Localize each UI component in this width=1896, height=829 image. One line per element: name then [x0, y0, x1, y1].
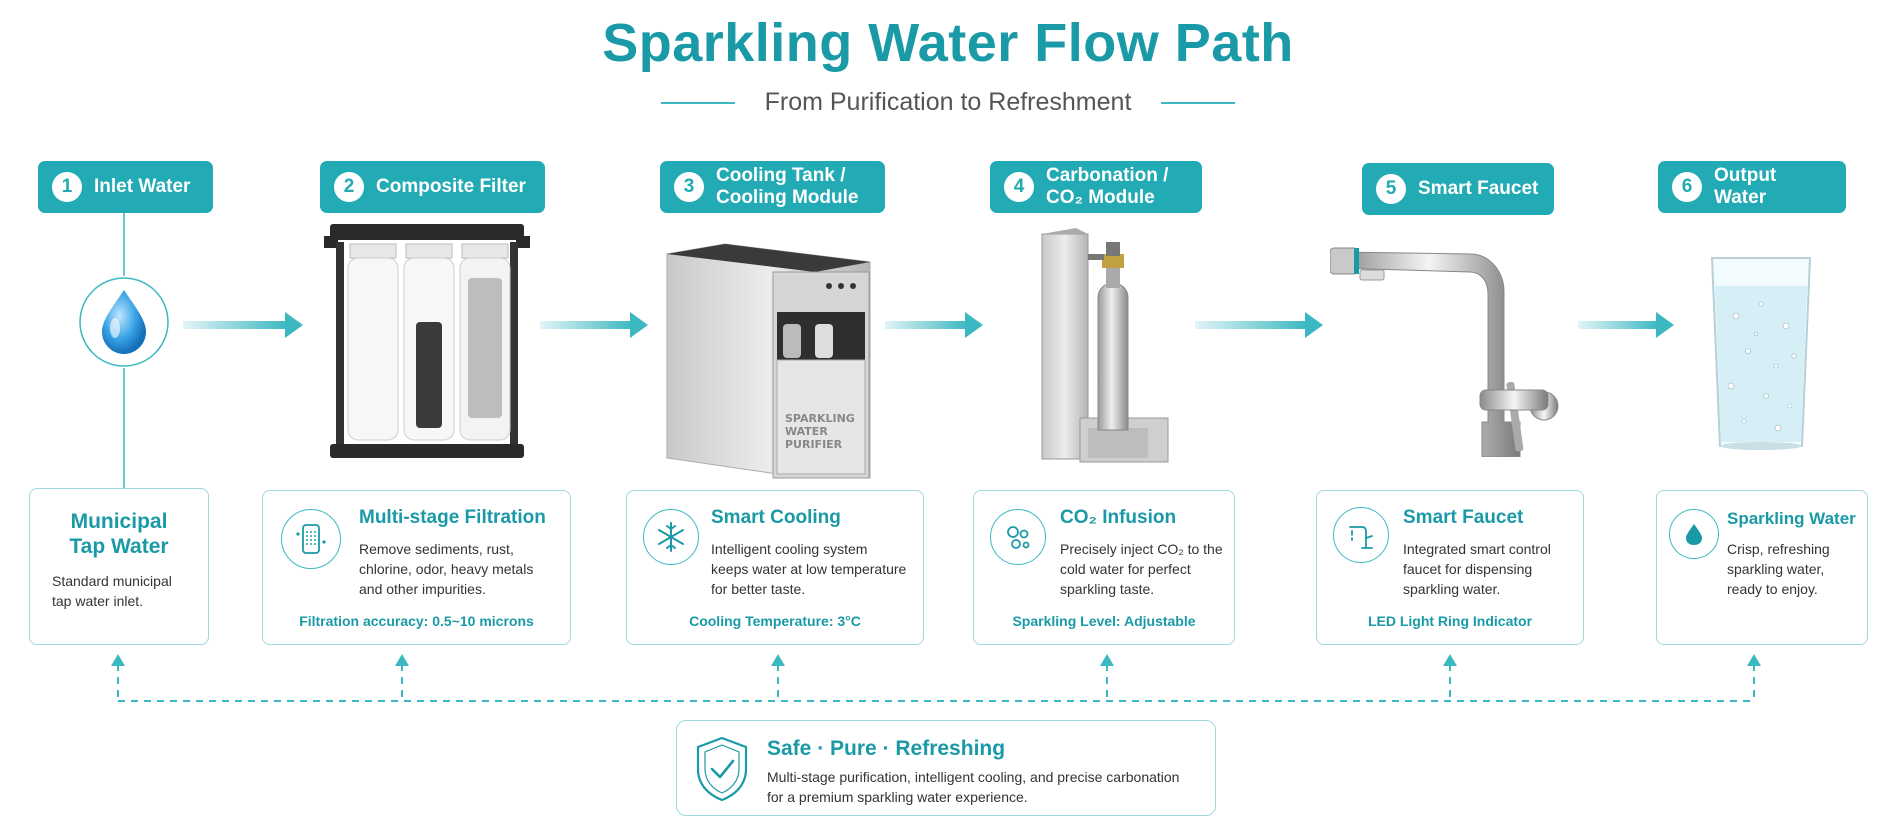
flow-arrow-3	[885, 312, 983, 338]
card-spec: Cooling Temperature: 3°C	[689, 613, 861, 629]
card-description: Remove sediments, rust, chlorine, odor, …	[359, 541, 534, 597]
faucet-illustration	[1330, 247, 1559, 457]
card-description: Integrated smart control faucet for disp…	[1403, 541, 1551, 597]
subtitle-row: From Purification to Refreshment	[0, 88, 1896, 117]
info-card-tap-water: Municipal Tap Water Standard municipal t…	[29, 488, 209, 645]
step-tag-1: 1 Inlet Water	[38, 161, 213, 213]
subtitle-rule-right	[1161, 101, 1236, 104]
filter-icon	[281, 509, 341, 569]
card-description: Intelligent cooling system keeps water a…	[711, 541, 907, 597]
step-number: 2	[334, 172, 364, 202]
cooling-unit-illustration: SPARKLING WATER PURIFIER	[666, 243, 871, 479]
card-description: Precisely inject CO₂ to the cold water f…	[1060, 541, 1223, 597]
info-card-faucet: Smart Faucet Integrated smart control fa…	[1316, 490, 1584, 645]
appliance-label-line2: WATER	[785, 425, 828, 438]
step-tag-6: 6 Output Water	[1658, 161, 1846, 213]
info-card-co2: CO₂ Infusion Precisely inject CO₂ to the…	[973, 490, 1235, 645]
card-title: Smart Cooling	[711, 507, 841, 528]
water-drop-icon	[79, 277, 169, 367]
card-title: CO₂ Infusion	[1060, 507, 1177, 528]
appliance-label-line3: PURIFIER	[785, 438, 843, 451]
card-description: Standard municipal tap water inlet.	[52, 573, 172, 609]
filter-cartridges-illustration	[324, 224, 530, 458]
co2-module-illustration	[1041, 228, 1169, 463]
subtitle-rule-left	[660, 101, 735, 104]
step-label: Output Water	[1714, 165, 1777, 208]
info-card-sparkling-water: Sparkling Water Crisp, refreshing sparkl…	[1656, 490, 1868, 645]
info-card-cooling: Smart Cooling Intelligent cooling system…	[626, 490, 924, 645]
bubbles	[1727, 301, 1797, 432]
card-title: Multi-stage Filtration	[359, 507, 546, 528]
card-spec: Sparkling Level: Adjustable	[1012, 613, 1196, 629]
card-description: Crisp, refreshing sparkling water, ready…	[1727, 541, 1830, 597]
shield-check-icon	[696, 736, 748, 802]
page-subtitle: From Purification to Refreshment	[764, 88, 1132, 116]
flow-arrow-2	[540, 312, 648, 338]
flow-arrow-5	[1578, 312, 1674, 338]
step-number: 5	[1376, 174, 1406, 204]
summary-title: Safe · Pure · Refreshing	[767, 737, 1006, 760]
step-tag-4: 4 Carbonation / CO₂ Module	[990, 161, 1202, 213]
info-card-filtration: Multi-stage Filtration Remove sediments,…	[262, 490, 571, 645]
step-label: Carbonation / CO₂ Module	[1046, 165, 1169, 208]
page-title: Sparkling Water Flow Path	[602, 13, 1294, 73]
card-title: Municipal Tap Water	[69, 510, 169, 558]
drop-icon	[1669, 509, 1719, 559]
snowflake-icon	[643, 509, 699, 565]
step-tag-5: 5 Smart Faucet	[1362, 163, 1554, 215]
step-label: Cooling Tank / Cooling Module	[716, 165, 859, 208]
card-title: Sparkling Water	[1727, 509, 1856, 528]
card-title: Smart Faucet	[1403, 507, 1524, 528]
step-number: 3	[674, 172, 704, 202]
appliance-label-line1: SPARKLING	[785, 412, 855, 425]
card-spec: LED Light Ring Indicator	[1367, 613, 1533, 629]
summary-box: Safe · Pure · Refreshing Multi-stage pur…	[676, 720, 1216, 816]
step-number: 6	[1672, 172, 1702, 202]
step-tag-3: 3 Cooling Tank / Cooling Module	[660, 161, 885, 213]
step-label: Smart Faucet	[1418, 178, 1539, 199]
step-number: 4	[1004, 172, 1034, 202]
card-spec: Filtration accuracy: 0.5~10 microns	[299, 613, 534, 629]
flow-arrow-4	[1195, 312, 1323, 338]
water-glass-illustration	[1710, 257, 1812, 450]
faucet-icon	[1333, 507, 1389, 563]
step-tag-2: 2 Composite Filter	[320, 161, 545, 213]
summary-description: Multi-stage purification, intelligent co…	[767, 769, 1180, 805]
bubbles-icon	[990, 509, 1046, 565]
flow-arrow-1	[183, 312, 303, 338]
step-number: 1	[52, 172, 82, 202]
step-label: Composite Filter	[376, 176, 526, 197]
step-label: Inlet Water	[94, 176, 191, 197]
